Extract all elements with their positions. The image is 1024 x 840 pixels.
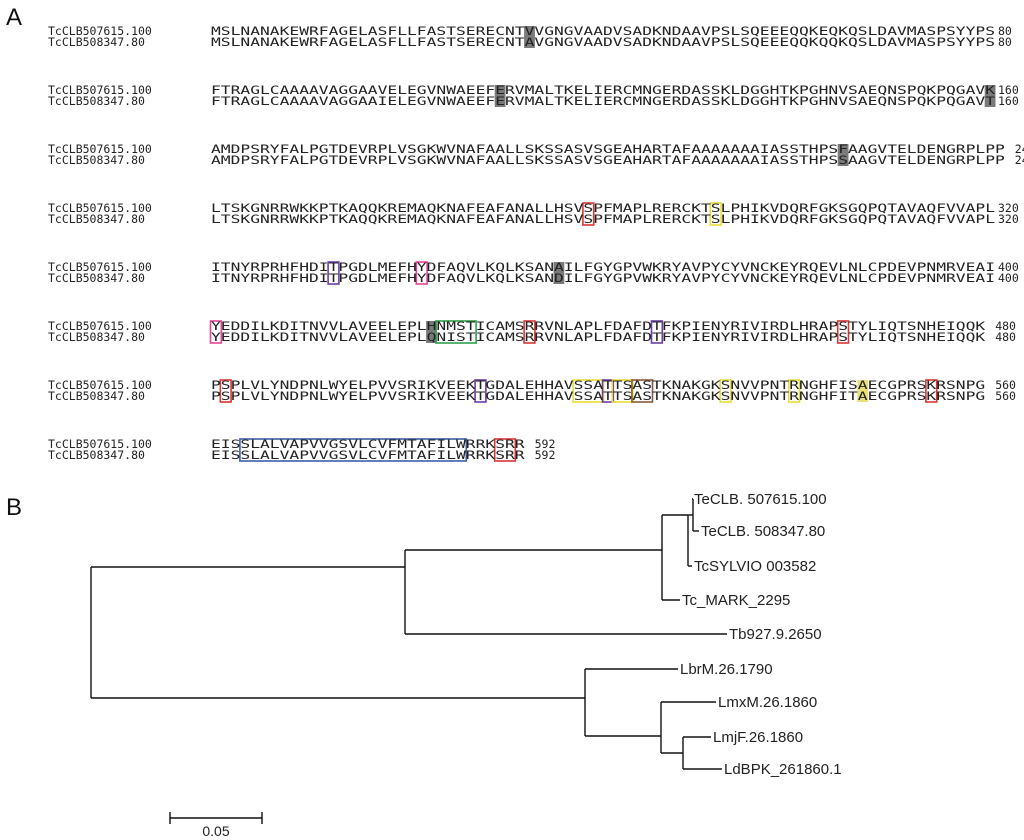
sequence-end-position: 240 bbox=[1015, 142, 1024, 156]
alignment-box-mark bbox=[631, 379, 654, 403]
sequence-name: TcCLB507615.100 bbox=[48, 201, 152, 215]
tree-tip-label: TeCLB. 507615.100 bbox=[694, 491, 827, 508]
alignment-shade-mark bbox=[837, 144, 849, 166]
sequence-residues: MSLNANAKEWRFAGELASFLLFASTSERECNTVVGNGVAA… bbox=[211, 24, 995, 38]
sequence-name: TcCLB508347.80 bbox=[48, 271, 145, 285]
alignment-box-mark bbox=[601, 379, 615, 403]
sequence-residues: PSPLVLYNDPNLWYELPVVSRIKVEEKTGDALEHHAVSSA… bbox=[211, 378, 985, 392]
tree-tip-label: LmxM.26.1860 bbox=[718, 694, 817, 711]
sequence-end-position: 400 bbox=[998, 271, 1019, 285]
sequence-residues: MSLNANAKEWRFAGELASFLLFASTSERECNTAVGNGVAA… bbox=[211, 35, 995, 49]
sequence-end-position: 240 bbox=[1015, 153, 1024, 167]
sequence-name: TcCLB507615.100 bbox=[48, 24, 152, 38]
tree-tip-label: TeCLB. 508347.80 bbox=[701, 523, 825, 540]
panel-label-b: B bbox=[6, 494, 23, 521]
alignment-box-mark bbox=[474, 379, 487, 403]
sequence-name: TcCLB508347.80 bbox=[48, 35, 145, 49]
sequence-residues: EISSLALVAPVVGSVLCVFMTAFILWRRKSRR bbox=[211, 437, 525, 451]
alignment-box-mark bbox=[415, 261, 428, 285]
alignment-box-mark bbox=[709, 202, 722, 226]
tree-tip-label: LbrM.26.1790 bbox=[680, 661, 773, 678]
sequence-end-position: 560 bbox=[995, 378, 1016, 392]
alignment-shade-mark bbox=[857, 380, 869, 402]
alignment-box-mark bbox=[650, 320, 664, 344]
sequence-end-position: 80 bbox=[998, 24, 1012, 38]
alignment-shade-mark bbox=[494, 85, 506, 107]
alignment-box-mark bbox=[239, 438, 468, 462]
sequence-residues: AMDPSRYFALPGTDEVRPLVSGKWVNAFAALLSKSSASVS… bbox=[211, 153, 1005, 167]
sequence-end-position: 320 bbox=[998, 212, 1019, 226]
alignment-box-mark bbox=[582, 202, 595, 226]
tree-tip-label: TcSYLVIO 003582 bbox=[694, 558, 816, 575]
sequence-residues: LTSKGNRRWKKPTKAQQKREMAQKNAFEAFANALLHSVSP… bbox=[211, 212, 995, 226]
alignment-box-mark bbox=[836, 320, 850, 344]
panel-label-a: A bbox=[6, 4, 23, 31]
sequence-name: TcCLB508347.80 bbox=[48, 153, 145, 167]
sequence-end-position: 480 bbox=[995, 319, 1016, 333]
alignment-shade-mark bbox=[553, 262, 565, 284]
sequence-end-position: 160 bbox=[998, 83, 1019, 97]
sequence-end-position: 160 bbox=[998, 94, 1019, 108]
sequence-end-position: 480 bbox=[995, 330, 1016, 344]
alignment-shade-mark bbox=[524, 26, 535, 48]
alignment-box-mark bbox=[572, 379, 605, 403]
alignment-box-mark bbox=[209, 320, 223, 344]
sequence-end-position: 400 bbox=[998, 260, 1019, 274]
tree-tip-label: LmjF.26.1860 bbox=[713, 729, 803, 746]
sequence-end-position: 592 bbox=[535, 448, 556, 462]
sequence-end-position: 592 bbox=[535, 437, 556, 451]
sequence-name: TcCLB508347.80 bbox=[48, 389, 145, 403]
sequence-name: TcCLB508347.80 bbox=[48, 94, 145, 108]
sequence-residues: EISSLALVAPVVGSVLCVFMTAFILWRRKSRR bbox=[211, 448, 525, 462]
tree-tip-label: LdBPK_261860.1 bbox=[724, 761, 842, 778]
alignment-box-mark bbox=[787, 379, 801, 403]
sequence-name: TcCLB508347.80 bbox=[48, 330, 145, 344]
sequence-name: TcCLB508347.80 bbox=[48, 448, 145, 462]
sequence-residues: PSPLVLYNDPNLWYELPVVSRIKVEEKTGDALEHHAVSSA… bbox=[211, 389, 985, 403]
sequence-name: TcCLB507615.100 bbox=[48, 378, 152, 392]
tree-tip-label: Tb927.9.2650 bbox=[729, 626, 822, 643]
sequence-end-position: 320 bbox=[998, 201, 1019, 215]
alignment-shade-mark bbox=[426, 321, 437, 343]
alignment-shade-mark bbox=[984, 85, 996, 107]
scale-bar: 0.05 bbox=[169, 812, 263, 839]
sequence-residues: AMDPSRYFALPGTDEVRPLVSGKWVNAFAALLSKSSASVS… bbox=[211, 142, 1005, 156]
sequence-residues: FTRAGLCAAAAVAGGAAVELEGVNWAEEFERVMALTKELI… bbox=[211, 83, 995, 97]
sequence-name: TcCLB508347.80 bbox=[48, 212, 145, 226]
alignment-box-mark bbox=[523, 320, 536, 344]
alignment-box-mark bbox=[611, 379, 634, 403]
sequence-name: TcCLB507615.100 bbox=[48, 319, 152, 333]
sequence-name: TcCLB507615.100 bbox=[48, 260, 152, 274]
sequence-residues: YEDDILKDITNVVLAVEELEPLQNISTICAMSRRVNLAPL… bbox=[211, 330, 985, 344]
tree-tip-label: Tc_MARK_2295 bbox=[682, 592, 790, 609]
sequence-name: TcCLB507615.100 bbox=[48, 437, 152, 451]
scale-bar-label: 0.05 bbox=[202, 823, 229, 839]
sequence-name: TcCLB507615.100 bbox=[48, 83, 152, 97]
alignment-block: TcCLB507615.100 YEDDILKDITNVVLAVEELEPLHNM… bbox=[48, 319, 1016, 344]
alignment-box-mark bbox=[493, 438, 517, 462]
alignment-block: TcCLB507615.100 FTRAGLCAAAAVAGGAAVELEGVNW… bbox=[48, 83, 1019, 108]
sequence-residues: YEDDILKDITNVVLAVEELEPLHNMSTICAMSRRVNLAPL… bbox=[211, 319, 985, 333]
alignment-box-mark bbox=[719, 379, 732, 403]
sequence-residues: FTRAGLCAAAAVAGGAAIELEGVNWAEEFERVMALTKELI… bbox=[211, 94, 995, 108]
sequence-end-position: 560 bbox=[995, 389, 1016, 403]
sequence-name: TcCLB507615.100 bbox=[48, 142, 152, 156]
alignment-box-mark bbox=[925, 379, 938, 403]
sequence-end-position: 80 bbox=[998, 35, 1012, 49]
alignment-box-mark bbox=[327, 261, 340, 285]
alignment-box-mark bbox=[219, 379, 232, 403]
sequence-residues: ITNYRPRHFHDITPGDLMEFHYDFAQVLKQLKSANAILFG… bbox=[211, 260, 995, 274]
alignment-box-mark bbox=[435, 320, 477, 344]
sequence-residues: ITNYRPRHFHDITPGDLMEFHYDFAQVLKQLKSANDILFG… bbox=[211, 271, 995, 285]
sequence-residues: LTSKGNRRWKKPTKAQQKREMAQKNAFEAFANALLHSVSP… bbox=[211, 201, 995, 215]
